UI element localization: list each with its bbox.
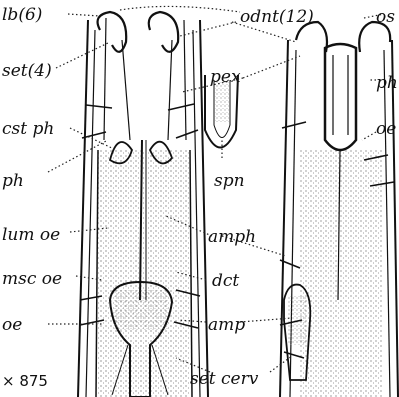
label-ph-left: ph [2,171,24,191]
label-msc-oe: msc oe [2,269,62,289]
label-oe-right: oe [376,119,396,139]
label-magnification: × 875 [2,372,48,390]
label-pex: pex [210,67,241,87]
label-odnt: odnt(12) [240,7,314,27]
label-ph-right: ph [376,73,398,93]
label-cst-ph: cst ph [2,119,54,139]
label-lb: lb(6) [2,5,42,25]
label-oe-left: oe [2,315,22,335]
label-lum-oe: lum oe [2,225,60,245]
label-amph: amph [208,227,256,247]
label-set: set(4) [2,61,52,81]
label-dct: dct [212,271,239,291]
label-amp: amp [208,315,245,335]
label-set-cerv: set cerv [190,369,259,389]
label-spn: spn [214,171,245,191]
left-specimen [78,12,208,397]
label-os: os [376,7,395,27]
